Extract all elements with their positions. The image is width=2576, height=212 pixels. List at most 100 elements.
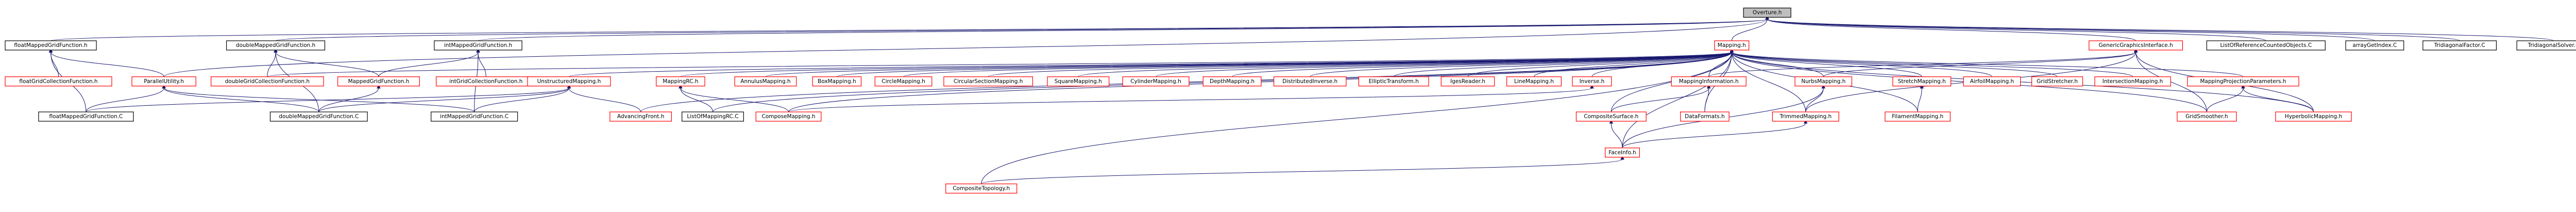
edge-intMGF-to-overture — [478, 20, 1767, 41]
node-box — [2516, 40, 2576, 51]
node-stretch[interactable]: StretchMapping.h — [1892, 76, 1952, 87]
node-mapProjParams[interactable]: MappingProjectionParameters.h — [2187, 76, 2299, 87]
node-box — [269, 111, 368, 122]
edge-distInv-to-mapping — [1310, 52, 1732, 77]
node-parallelUtil[interactable]: ParallelUtility.h — [131, 76, 196, 87]
node-box — [434, 40, 522, 51]
node-ellipticT[interactable]: EllipticTransform.h — [1358, 76, 1429, 87]
node-mappingInfo[interactable]: MappingInformation.h — [1671, 76, 1747, 87]
node-box — [812, 76, 862, 87]
node-box — [1572, 76, 1612, 87]
node-box — [1605, 148, 1640, 158]
node-triLUF[interactable]: TridiagonalFactor.C — [2422, 40, 2497, 51]
node-triS[interactable]: TridiagonalSolver.C — [2516, 40, 2576, 51]
node-box — [1680, 111, 1730, 122]
node-advFront[interactable]: AdvancingFront.h — [609, 111, 672, 122]
node-label: CompositeTopology.h — [953, 186, 1010, 192]
edge-square-to-mapping — [1078, 52, 1732, 77]
node-doubleMGF[interactable]: doubleMappedGridFunction.h — [226, 40, 326, 51]
node-doubleGCF[interactable]: doubleGridCollectionFunction.h — [210, 76, 324, 87]
node-box — [945, 183, 1018, 194]
edge-compTopology-to-faceInfo — [981, 159, 1622, 184]
node-listRC[interactable]: ListOfReferenceCountedObjects.C — [2206, 40, 2326, 51]
node-floatGCF[interactable]: floatGridCollectionFunction.h — [5, 76, 112, 87]
node-circle[interactable]: CircleMapping.h — [874, 76, 933, 87]
edge-advFront-to-unstructured — [569, 88, 641, 112]
node-filament[interactable]: FilamentMapping.h — [1885, 111, 1951, 122]
node-box — [1506, 76, 1562, 87]
node-nurbs[interactable]: NurbsMapping.h — [1794, 76, 1853, 87]
node-box — [2094, 76, 2171, 87]
node-mappingRC[interactable]: MappingRC.h — [656, 76, 705, 87]
node-mapping[interactable]: Mapping.h — [1714, 40, 1750, 51]
node-box — [1772, 111, 1839, 122]
edge-mappedGF-to-intMGF — [378, 52, 478, 77]
node-label: GridStretcher.h — [2037, 78, 2078, 85]
node-compTopology[interactable]: CompositeTopology.h — [945, 183, 1018, 194]
node-box — [5, 76, 112, 87]
node-compose[interactable]: ComposeMapping.h — [755, 111, 822, 122]
node-box — [656, 76, 705, 87]
edge-gridStretcher-to-mapping — [1732, 52, 2058, 77]
node-box — [1575, 111, 1647, 122]
node-box[interactable]: BoxMapping.h — [812, 76, 862, 87]
node-igesReader[interactable]: IgesReader.h — [1440, 76, 1495, 87]
edge-stretch-to-mapping — [1732, 52, 1922, 77]
node-hyperbolic[interactable]: HyperbolicMapping.h — [2275, 111, 2352, 122]
edge-triLUF-to-overture — [1767, 20, 2460, 41]
node-gridSmoother[interactable]: GridSmoother.h — [2177, 111, 2237, 122]
node-box — [527, 76, 611, 87]
node-box — [734, 76, 797, 87]
node-inverse[interactable]: Inverse.h — [1572, 76, 1612, 87]
node-box — [1358, 76, 1429, 87]
node-cylinder[interactable]: CylinderMapping.h — [1122, 76, 1190, 87]
node-box — [226, 40, 326, 51]
node-genericGI[interactable]: GenericGraphicsInterface.h — [2089, 40, 2183, 51]
node-square[interactable]: SquareMapping.h — [1047, 76, 1110, 87]
node-box — [682, 111, 744, 122]
node-overture[interactable]: Overture.h — [1743, 7, 1791, 18]
node-floatMGFC[interactable]: floatMappedGridFunction.C — [38, 111, 134, 122]
node-annulus[interactable]: AnnulusMapping.h — [734, 76, 797, 87]
node-label: ListOfMappingRC.C — [687, 113, 738, 120]
node-arrayGI[interactable]: arrayGetIndex.C — [2345, 40, 2404, 51]
node-intersection[interactable]: IntersectionMapping.h — [2094, 76, 2171, 87]
node-compSurface[interactable]: CompositeSurface.h — [1575, 111, 1647, 122]
node-doubleMGFC[interactable]: doubleMappedGridFunction.C — [269, 111, 368, 122]
node-gridStretcher[interactable]: GridStretcher.h — [2031, 76, 2083, 87]
node-label: Mapping.h — [1718, 42, 1746, 48]
node-box — [2275, 111, 2352, 122]
node-intGCF[interactable]: intGridCollectionFunction.h — [436, 76, 536, 87]
node-floatMGF[interactable]: floatMappedGridFunction.h — [5, 40, 97, 51]
edge-hyperbolic-to-mapProjParams — [2243, 88, 2314, 112]
edge-mappingInfo-to-genericGI — [1708, 52, 2136, 77]
node-label: TridiagonalSolver.C — [2527, 42, 2576, 48]
node-listMRC[interactable]: ListOfMappingRC.C — [682, 111, 744, 122]
edge-faceInfo-to-compSurface — [1611, 123, 1623, 148]
node-circSection[interactable]: CircularSectionMapping.h — [943, 76, 1033, 87]
node-unstructured[interactable]: UnstructuredMapping.h — [527, 76, 611, 87]
node-label: FaceInfo.h — [1608, 150, 1636, 156]
edge-mappingRC-to-mapping — [680, 52, 1732, 77]
node-intMGF[interactable]: intMappedGridFunction.h — [434, 40, 522, 51]
node-box — [755, 111, 822, 122]
node-mappedGF[interactable]: MappedGridFunction.h — [337, 76, 420, 87]
node-lineMapping[interactable]: LineMapping.h — [1506, 76, 1562, 87]
node-box — [2422, 40, 2497, 51]
edge-compose-to-inverse — [788, 88, 1592, 112]
node-box — [1202, 76, 1262, 87]
node-faceInfo[interactable]: FaceInfo.h — [1605, 148, 1640, 158]
file-nodes: Overture.h floatMappedGridFunction.h doubl… — [5, 7, 2576, 194]
node-label: DataFormats.h — [1685, 113, 1725, 120]
node-distInv[interactable]: DistributedInverse.h — [1273, 76, 1347, 87]
edge-nurbs-to-genericGI — [1823, 52, 2136, 77]
node-dataFormats[interactable]: DataFormats.h — [1680, 111, 1730, 122]
edge-mappedGF-to-doubleMGF — [276, 52, 379, 77]
node-label: EllipticTransform.h — [1369, 78, 1419, 85]
node-box — [2206, 40, 2326, 51]
node-box — [1440, 76, 1495, 87]
node-trimmed[interactable]: TrimmedMapping.h — [1772, 111, 1839, 122]
node-depth[interactable]: DepthMapping.h — [1202, 76, 1262, 87]
node-airfoil[interactable]: AirfoilMapping.h — [1963, 76, 2021, 87]
node-intMGFC[interactable]: intMappedGridFunction.C — [431, 111, 518, 122]
